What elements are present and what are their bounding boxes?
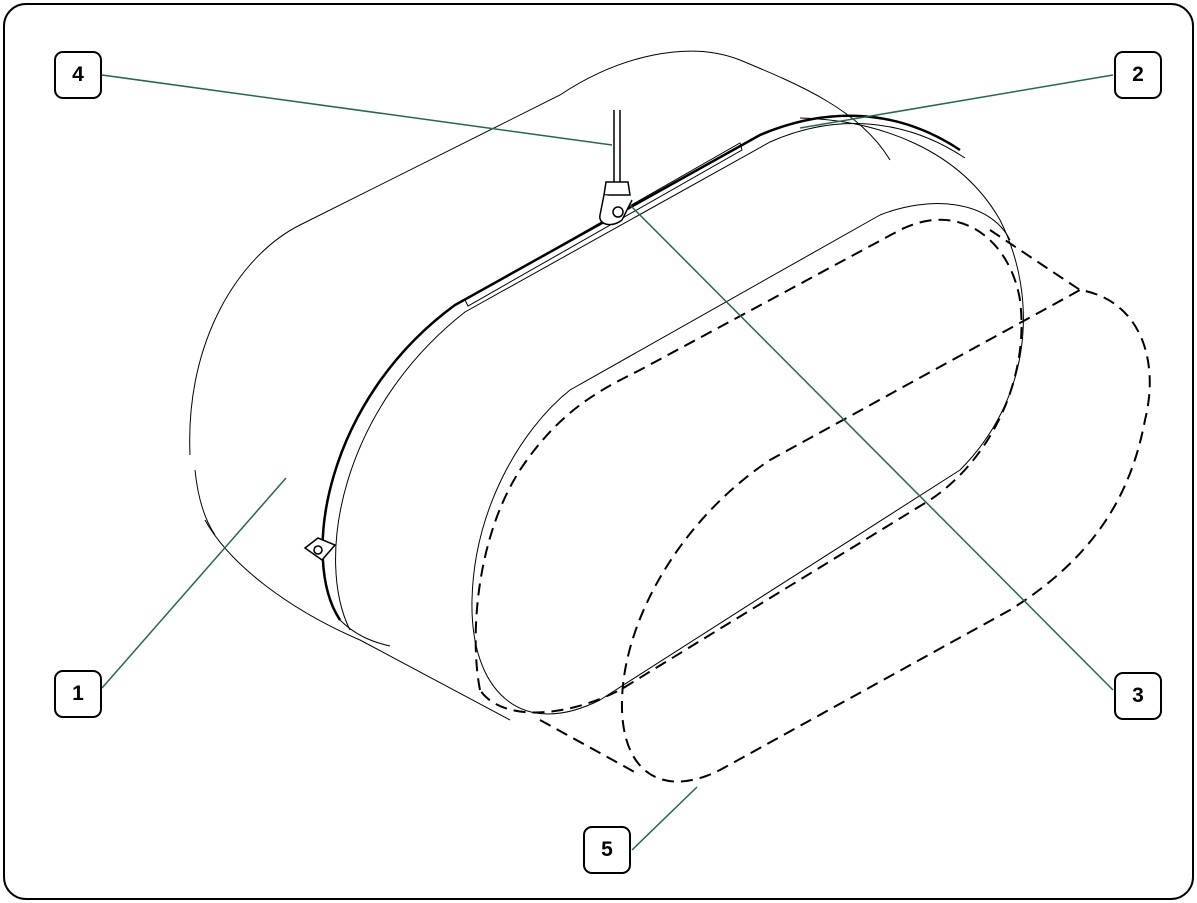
- side-lug: [303, 537, 337, 562]
- leader-1: [101, 477, 287, 689]
- drawing-border: [3, 3, 1194, 900]
- callout-2: 2: [1114, 51, 1162, 99]
- callout-4-label: 4: [72, 63, 84, 86]
- hanger-assembly: [599, 110, 633, 226]
- callout-3-label: 3: [1132, 684, 1144, 707]
- leader-4: [101, 74, 613, 146]
- leader-2: [799, 74, 1114, 129]
- callout-2-label: 2: [1132, 63, 1144, 86]
- callout-3: 3: [1114, 672, 1162, 720]
- leader-3: [629, 204, 1114, 691]
- connected-duct-dashed: [474, 218, 1151, 783]
- clamp-band: [321, 114, 966, 647]
- front-duct-outline: [471, 117, 1024, 715]
- leader-5: [631, 786, 698, 851]
- leader-lines: [101, 74, 1114, 851]
- callout-5-label: 5: [601, 838, 613, 861]
- callout-1: 1: [54, 670, 102, 718]
- callout-1-label: 1: [72, 682, 84, 705]
- callout-5: 5: [583, 826, 631, 874]
- duct-body: [189, 50, 891, 721]
- callout-4: 4: [54, 51, 102, 99]
